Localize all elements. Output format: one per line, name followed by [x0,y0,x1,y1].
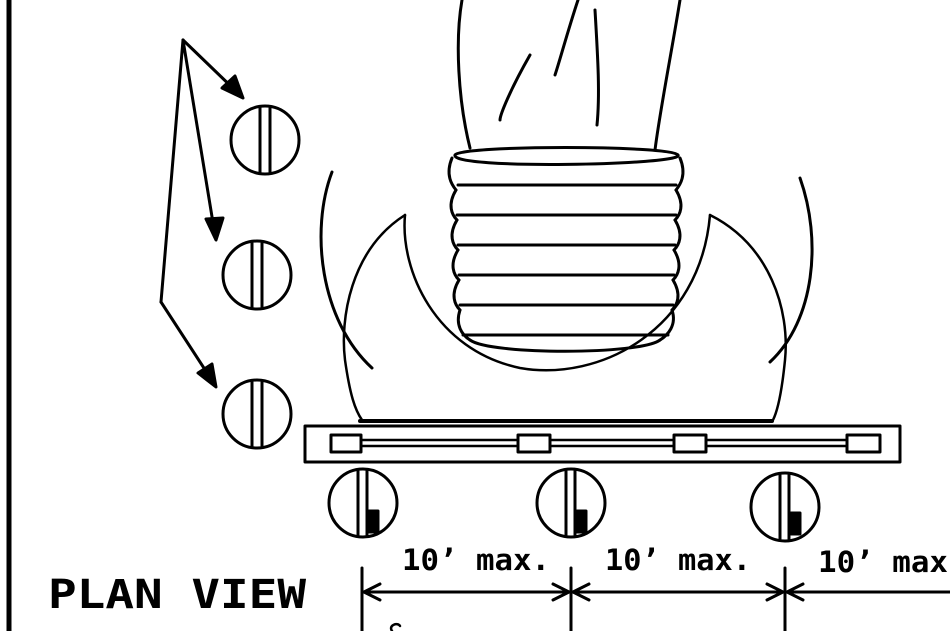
stake-marker-top [229,104,301,176]
leader-arrows [159,38,245,389]
dimension-lines [360,566,950,631]
stake-marker-bottom [221,378,293,450]
spacing-label-3: 10’ max [818,545,948,579]
stake-marker-row-1 [327,467,399,539]
spacing-label-2: 10’ max. [605,543,751,577]
view-title: PLAN VIEW [48,572,307,618]
stake-marker-middle [221,239,293,311]
support-beam [303,419,902,464]
arrowhead-icon [220,74,245,100]
root-ball-outline [319,170,814,422]
stake-marker-row-3 [749,471,821,543]
arrowhead-icon [196,362,218,389]
spacing-label-1: 10’ max. [402,543,550,577]
arrowhead-icon [204,216,225,242]
corrugated-fitting [447,146,685,353]
pipe-trunk [456,0,682,152]
stake-marker-row-2 [535,467,607,539]
